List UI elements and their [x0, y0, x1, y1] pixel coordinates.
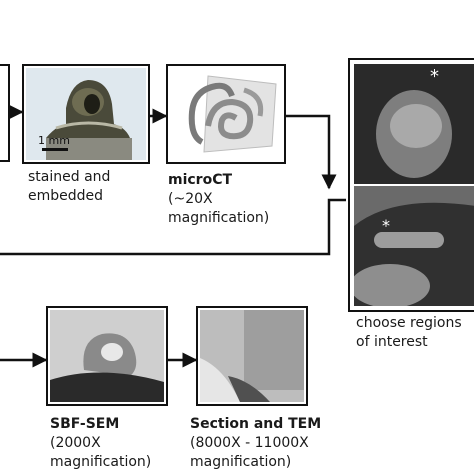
- roi-marker-bottom: *: [382, 216, 390, 235]
- sbfsem-label: SBF-SEM (2000X magnification): [50, 416, 152, 470]
- roi-label: choose regions of interest: [356, 315, 462, 350]
- sbfsem-illustration: [50, 333, 164, 402]
- roi-marker-top: *: [430, 66, 439, 87]
- arrow-microct-to-roi: [286, 114, 337, 190]
- stained-label: stained and embedded: [28, 169, 111, 204]
- scale-bar-label: 1 mm: [38, 134, 70, 147]
- sbfsem-box: [46, 306, 168, 406]
- roi-panel: * *: [348, 58, 474, 312]
- tem-image: [200, 310, 304, 402]
- ct-slice-bottom: *: [354, 186, 474, 306]
- tem-label: Section and TEM (8000X - 11000X magnific…: [190, 416, 322, 470]
- microct-label: microCT (~20X magnification): [168, 172, 270, 226]
- previous-step-box: [0, 64, 10, 162]
- microct-box: [166, 64, 286, 164]
- microct-render: [188, 75, 277, 153]
- tem-box: [196, 306, 308, 406]
- sbfsem-image: [50, 310, 164, 402]
- specimen-photo: [26, 68, 146, 160]
- return-line-roi: [0, 198, 346, 256]
- tem-illustration: [200, 310, 304, 402]
- scale-bar: [42, 148, 68, 151]
- specimen-illustration: [46, 80, 132, 160]
- ct-slice-bottom-image: [354, 186, 474, 306]
- ct-slice-top: *: [354, 64, 474, 184]
- stained-embedded-box: 1 mm: [22, 64, 150, 164]
- ct-slice-top-image: [376, 90, 452, 178]
